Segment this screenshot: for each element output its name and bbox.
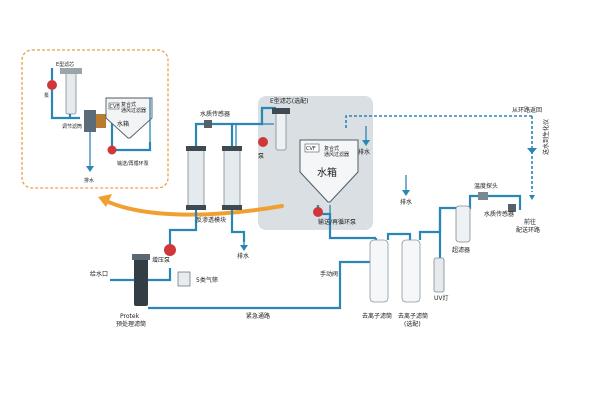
solenoid-icon [177,271,191,287]
inset-tank-label: 水箱 [117,120,129,128]
inset-composite-label-2: 通风过滤器 [121,107,146,114]
drain-arrow-2 [362,140,370,146]
loop-arrow [529,195,535,200]
drain-arrow-1 [240,245,248,251]
drain-label-3: 排水 [400,198,412,206]
sensor-icon-1 [204,120,212,128]
uv-lamp-icon [433,257,445,293]
booster-pump-label: 增压泵 [152,256,170,264]
inset-composite-label: 复合式 [121,101,136,108]
composite-label: 复合式 [324,145,339,152]
manual-valve-label: 手动阀 [320,270,338,278]
water-quality-sensor-label: 水质传感器 [200,110,230,118]
drain-label-2: 排水 [358,148,370,156]
cvf-label: CVF [306,146,316,152]
inset-pump-label: 泵 [44,93,49,99]
pretreat-cylinder [132,254,150,306]
inlet-label: 给水口 [90,270,108,278]
solenoid-label: 5类气筛 [196,276,218,284]
e-filter-opt-label: E型滤芯(选配) [270,97,308,105]
to-loop-label-2: 配送环路 [516,226,540,234]
inset-drain-label: 排水 [84,177,94,184]
ultrafilter-icon [455,205,471,243]
pump-label: 泵 [258,153,264,160]
zoom-arrowhead [98,194,112,207]
to-loop-label: 前往 [524,218,536,226]
ro-module-label: 反渗透模块 [196,216,226,224]
temp-probe-label: 温度探头 [474,182,498,190]
uv-lamp-label: UV灯 [434,294,449,302]
temp-probe-icon [478,192,488,200]
water-quality-sensor-2-label: 水质传感器 [484,210,514,218]
drain-label-1: 排水 [237,252,249,260]
return-loop-label: 从环路返回 [512,106,542,114]
deion-2-label-2: (选配) [404,320,421,328]
zoom-arrow [102,198,284,217]
inset-pump-icon [47,80,57,90]
inset-e-filter-label: E型滤芯 [56,61,74,68]
loop-arrow-2 [527,148,537,154]
ultrafilter-label: 超滤器 [452,246,470,254]
pretreat-label: Protek [120,313,140,320]
tank-label: 水箱 [317,166,337,179]
sensor-icon-2 [508,204,516,212]
deion-1-label: 去离子滤筒 [362,312,392,320]
inset-output-label: 输送/再循环泵 [117,160,149,167]
output-pump-label: 输送/再循环泵 [318,218,356,226]
booster-pump-icon [164,244,176,256]
inset-diagram [47,68,153,172]
deion-2-label: 去离子滤筒 [398,312,428,320]
ro-module-icon [186,146,242,210]
composite-label-2: 通风过滤器 [324,151,349,158]
drain-arrow-3 [402,190,410,196]
sanitize-label: 送水到生化仪 [542,119,550,155]
tank-panel-contents [258,108,359,217]
deion-cylinders [369,239,421,303]
pretreat-label-2: 预处理滤筒 [116,320,146,328]
inset-adjust-filter-label: 调节滤筒 [62,123,82,130]
emergency-bypass-label: 紧急通路 [246,312,270,320]
inset-cvf-label: CVF [110,104,120,110]
